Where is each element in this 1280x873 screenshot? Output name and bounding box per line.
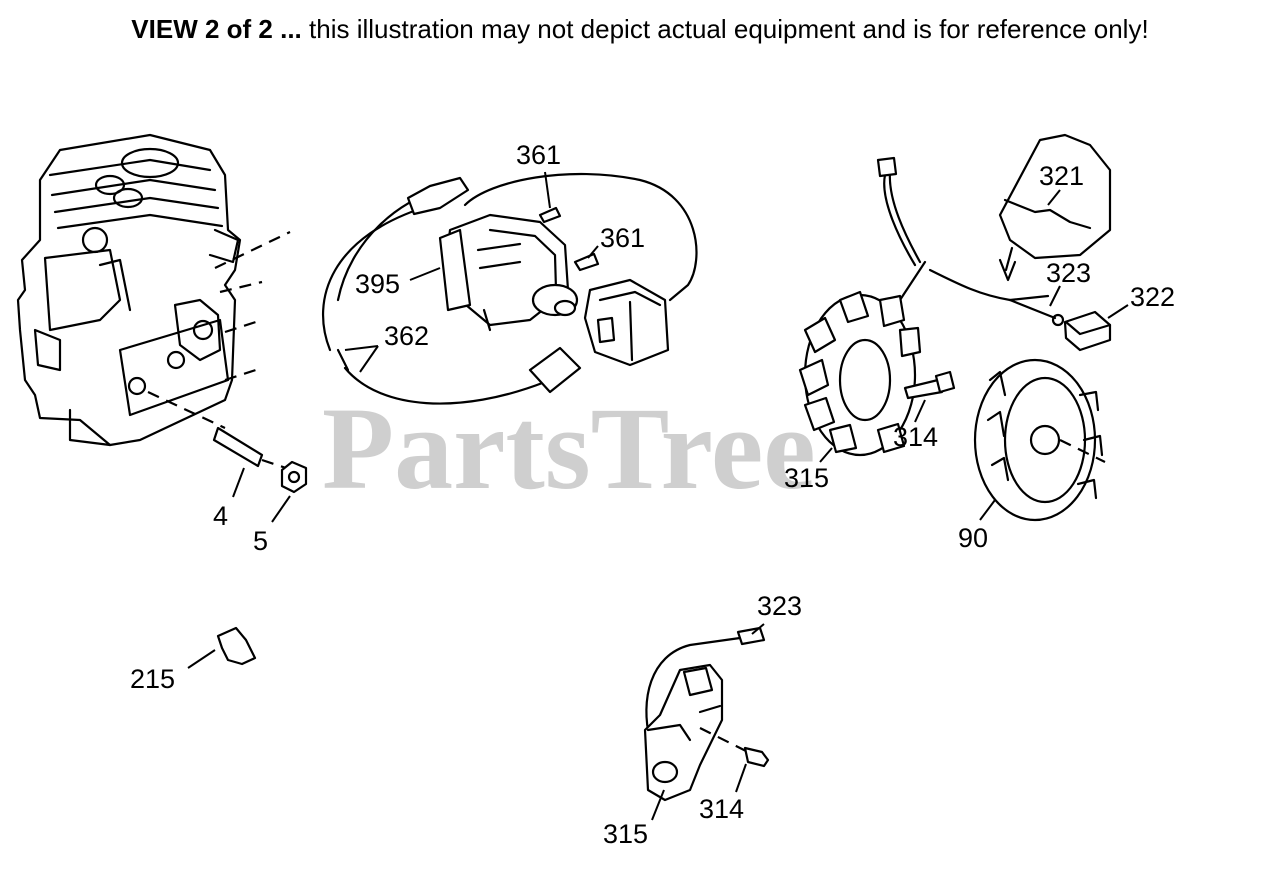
callout-215: 215 <box>130 664 175 694</box>
leader-lines <box>187 171 1129 821</box>
callout-362: 362 <box>384 321 429 351</box>
callout-5: 5 <box>253 526 268 556</box>
watermark: PartsTree <box>322 383 816 514</box>
callout-322: 322 <box>1130 282 1175 312</box>
callout-314-upper: 314 <box>893 422 938 452</box>
engine-block <box>16 133 242 447</box>
wire-connector <box>1063 310 1112 352</box>
callout-323-lower: 323 <box>757 591 802 621</box>
callout-90: 90 <box>958 523 988 553</box>
wiring-harness <box>876 156 1065 332</box>
starter-screws <box>538 206 600 272</box>
starter-cord <box>322 172 698 405</box>
diagram-header: VIEW 2 of 2 ... this illustration may no… <box>0 14 1280 45</box>
stud-part <box>212 426 264 468</box>
callout-323-upper: 323 <box>1046 258 1091 288</box>
callout-labels: 361 361 395 362 4 5 321 323 322 314 315 … <box>130 140 1175 849</box>
callout-315-upper: 315 <box>784 463 829 493</box>
view-label: VIEW 2 of 2 ... <box>131 14 302 44</box>
callout-315-lower: 315 <box>603 819 648 849</box>
engine-dashed-centerlines <box>147 231 293 472</box>
ignition-module <box>643 626 766 802</box>
callout-321: 321 <box>1039 161 1084 191</box>
stator-bolt <box>903 370 956 400</box>
small-bracket-part <box>216 626 257 666</box>
callout-314-lower: 314 <box>699 794 744 824</box>
starter-switch-box <box>583 278 670 367</box>
starter-motor <box>438 213 579 332</box>
callout-4: 4 <box>213 501 228 531</box>
ignition-bolt <box>699 727 770 768</box>
callout-395: 395 <box>355 269 400 299</box>
flywheel <box>973 358 1106 522</box>
callout-361-upper: 361 <box>516 140 561 170</box>
disclaimer-text: this illustration may not depict actual … <box>301 14 1149 44</box>
nut-part <box>280 460 308 494</box>
stator-assembly <box>798 290 922 457</box>
callout-361-lower: 361 <box>600 223 645 253</box>
